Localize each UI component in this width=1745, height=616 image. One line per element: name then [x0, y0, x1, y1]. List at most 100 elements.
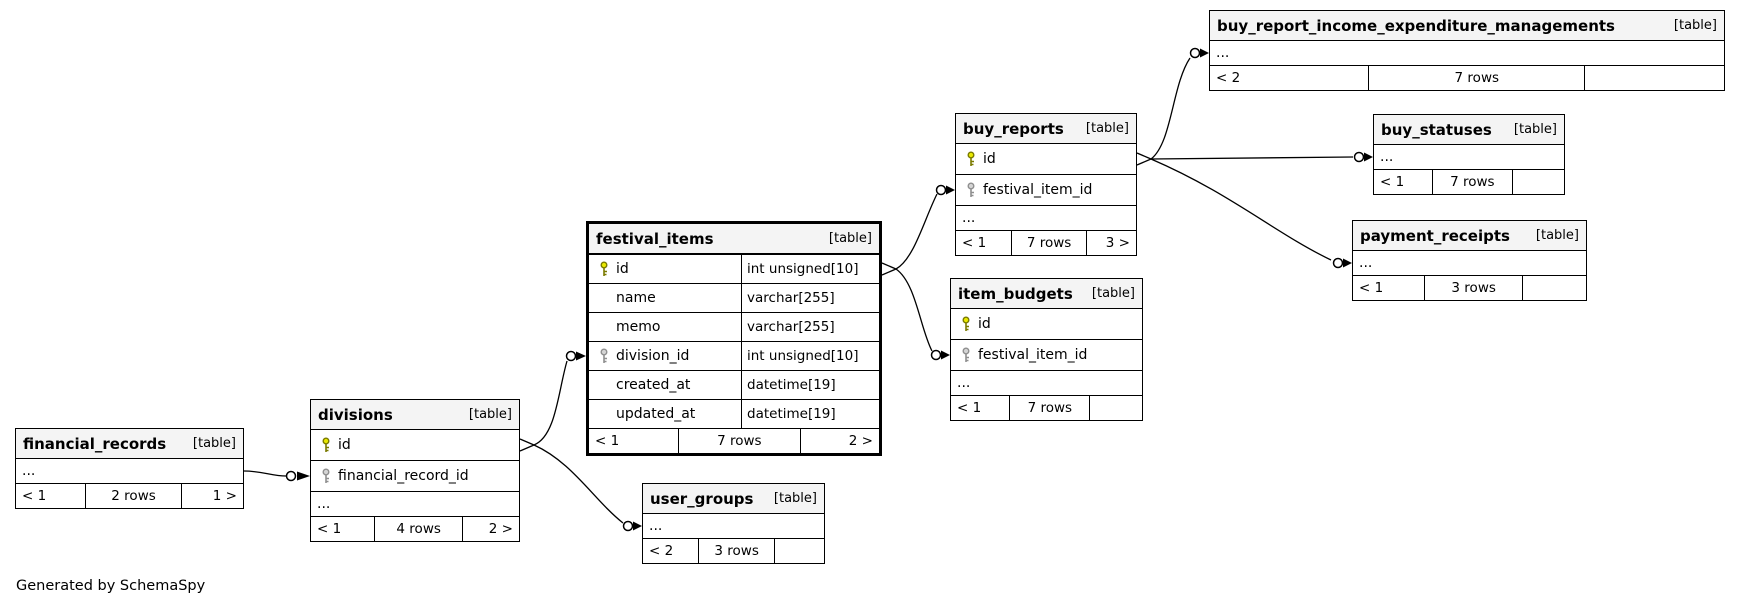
column-row: festival_item_id: [956, 175, 1136, 206]
primary-key-icon: [317, 437, 335, 453]
column-type: varchar[255]: [741, 284, 879, 312]
table-payment-receipts[interactable]: payment_receipts [table] ... < 1 3 rows: [1352, 220, 1587, 301]
table-header: item_budgets [table]: [951, 279, 1142, 309]
column-row: festival_item_id: [951, 340, 1142, 371]
foreign-key-icon: [957, 347, 975, 363]
edge-festival-items-crowfoot: [881, 262, 897, 276]
table-tag: [table]: [1513, 122, 1557, 137]
pager-next: 2 >: [848, 433, 873, 449]
table-header: buy_statuses [table]: [1374, 115, 1564, 145]
column-type: varchar[255]: [741, 313, 879, 341]
edge-divisions-festival-items: [533, 350, 586, 446]
column-name: memo: [616, 319, 661, 335]
column-name: festival_item_id: [978, 347, 1088, 363]
table-pager: < 1 7 rows: [951, 396, 1142, 420]
edge-festival-items-item-budgets: [895, 268, 950, 361]
pager-rows: 2 rows: [86, 484, 182, 508]
table-buy-statuses[interactable]: buy_statuses [table] ... < 1 7 rows: [1373, 114, 1565, 195]
column-type: int unsigned[10]: [741, 342, 879, 370]
pager-prev: < 1: [1353, 276, 1426, 300]
table-financial-records[interactable]: financial_records [table] ... < 1 2 rows…: [15, 428, 244, 509]
primary-key-icon: [595, 261, 613, 277]
table-header: buy_reports [table]: [956, 114, 1136, 144]
table-buy-report-income-expenditure-managements[interactable]: buy_report_income_expenditure_management…: [1209, 10, 1725, 91]
pager-rows: 7 rows: [679, 429, 801, 453]
column-row: memo varchar[255]: [589, 313, 879, 342]
table-festival-items[interactable]: festival_items [table] id int unsigned[1…: [586, 221, 882, 456]
pager-prev: < 2: [643, 539, 700, 563]
column-type: datetime[19]: [741, 400, 879, 428]
ellipsis-label: ...: [957, 375, 971, 391]
edge-buy-reports-buy-statuses: [1150, 151, 1373, 163]
generator-credit: Generated by SchemaSpy: [16, 578, 206, 594]
column-row-ellipsis: ...: [1353, 251, 1586, 276]
edge-divisions-user-groups: [533, 444, 642, 532]
table-name: financial_records: [23, 434, 167, 453]
pager-next: 2 >: [488, 521, 513, 537]
column-row-ellipsis: ...: [311, 492, 519, 517]
pager-prev: < 1: [311, 517, 376, 541]
table-name: payment_receipts: [1360, 226, 1510, 245]
table-tag: [table]: [468, 407, 512, 422]
edge-divisions-crowfoot: [519, 438, 535, 452]
table-name: buy_reports: [963, 119, 1064, 138]
edge-festival-items-buy-reports: [895, 184, 955, 270]
table-pager: < 1 7 rows 3 >: [956, 231, 1136, 255]
pager-next: 3 >: [1105, 235, 1130, 251]
table-tag: [table]: [1085, 121, 1129, 136]
pager-prev: < 1: [956, 231, 1012, 255]
column-row-ellipsis: ...: [1374, 145, 1564, 170]
table-header: buy_report_income_expenditure_management…: [1210, 11, 1724, 41]
column-row: id: [311, 430, 519, 461]
table-tag: [table]: [192, 436, 236, 451]
column-row: financial_record_id: [311, 461, 519, 492]
pager-next: [1513, 170, 1564, 194]
table-user-groups[interactable]: user_groups [table] ... < 2 3 rows: [642, 483, 825, 564]
column-row: id int unsigned[10]: [589, 255, 879, 284]
edge-financial-records-divisions: [243, 470, 310, 482]
pager-rows: 7 rows: [1010, 396, 1091, 420]
pager-next: [775, 539, 824, 563]
column-row: updated_at datetime[19]: [589, 400, 879, 429]
pager-prev: < 1: [1374, 170, 1433, 194]
table-tag: [table]: [1535, 228, 1579, 243]
table-tag: [table]: [773, 491, 817, 506]
column-row: division_id int unsigned[10]: [589, 342, 879, 371]
table-pager: < 1 2 rows 1 >: [16, 484, 243, 508]
pager-next: 1 >: [212, 488, 237, 504]
table-name: buy_report_income_expenditure_management…: [1217, 16, 1615, 35]
column-row-ellipsis: ...: [643, 514, 824, 539]
foreign-key-icon: [962, 182, 980, 198]
pager-rows: 3 rows: [699, 539, 776, 563]
column-row-ellipsis: ...: [16, 459, 243, 484]
table-item-budgets[interactable]: item_budgets [table] id festival_item_id: [950, 278, 1143, 421]
edge-buy-reports-crowfoot: [1136, 152, 1152, 166]
column-row: id: [956, 144, 1136, 175]
ellipsis-label: ...: [1380, 149, 1394, 165]
primary-key-icon: [962, 151, 980, 167]
column-name: created_at: [616, 377, 691, 393]
pager-rows: 4 rows: [375, 517, 463, 541]
column-name: id: [978, 316, 991, 332]
column-row-ellipsis: ...: [956, 206, 1136, 231]
edge-buy-reports-payment-receipts: [1150, 158, 1352, 269]
pager-prev: < 1: [951, 396, 1011, 420]
table-tag: [table]: [828, 231, 872, 246]
table-divisions[interactable]: divisions [table] id financial_record_id: [310, 399, 520, 542]
column-name: name: [616, 290, 656, 306]
column-type: int unsigned[10]: [741, 255, 879, 283]
table-header: payment_receipts [table]: [1353, 221, 1586, 251]
table-header: festival_items [table]: [589, 224, 879, 255]
ellipsis-label: ...: [317, 496, 331, 512]
table-pager: < 1 7 rows: [1374, 170, 1564, 194]
column-row-ellipsis: ...: [951, 371, 1142, 396]
column-name: updated_at: [616, 406, 696, 422]
ellipsis-label: ...: [1359, 255, 1373, 271]
table-buy-reports[interactable]: buy_reports [table] id festival_item_id: [955, 113, 1137, 256]
pager-rows: 7 rows: [1433, 170, 1513, 194]
pager-next: [1523, 276, 1586, 300]
foreign-key-icon: [595, 348, 613, 364]
ellipsis-label: ...: [649, 518, 663, 534]
column-name: festival_item_id: [983, 182, 1093, 198]
